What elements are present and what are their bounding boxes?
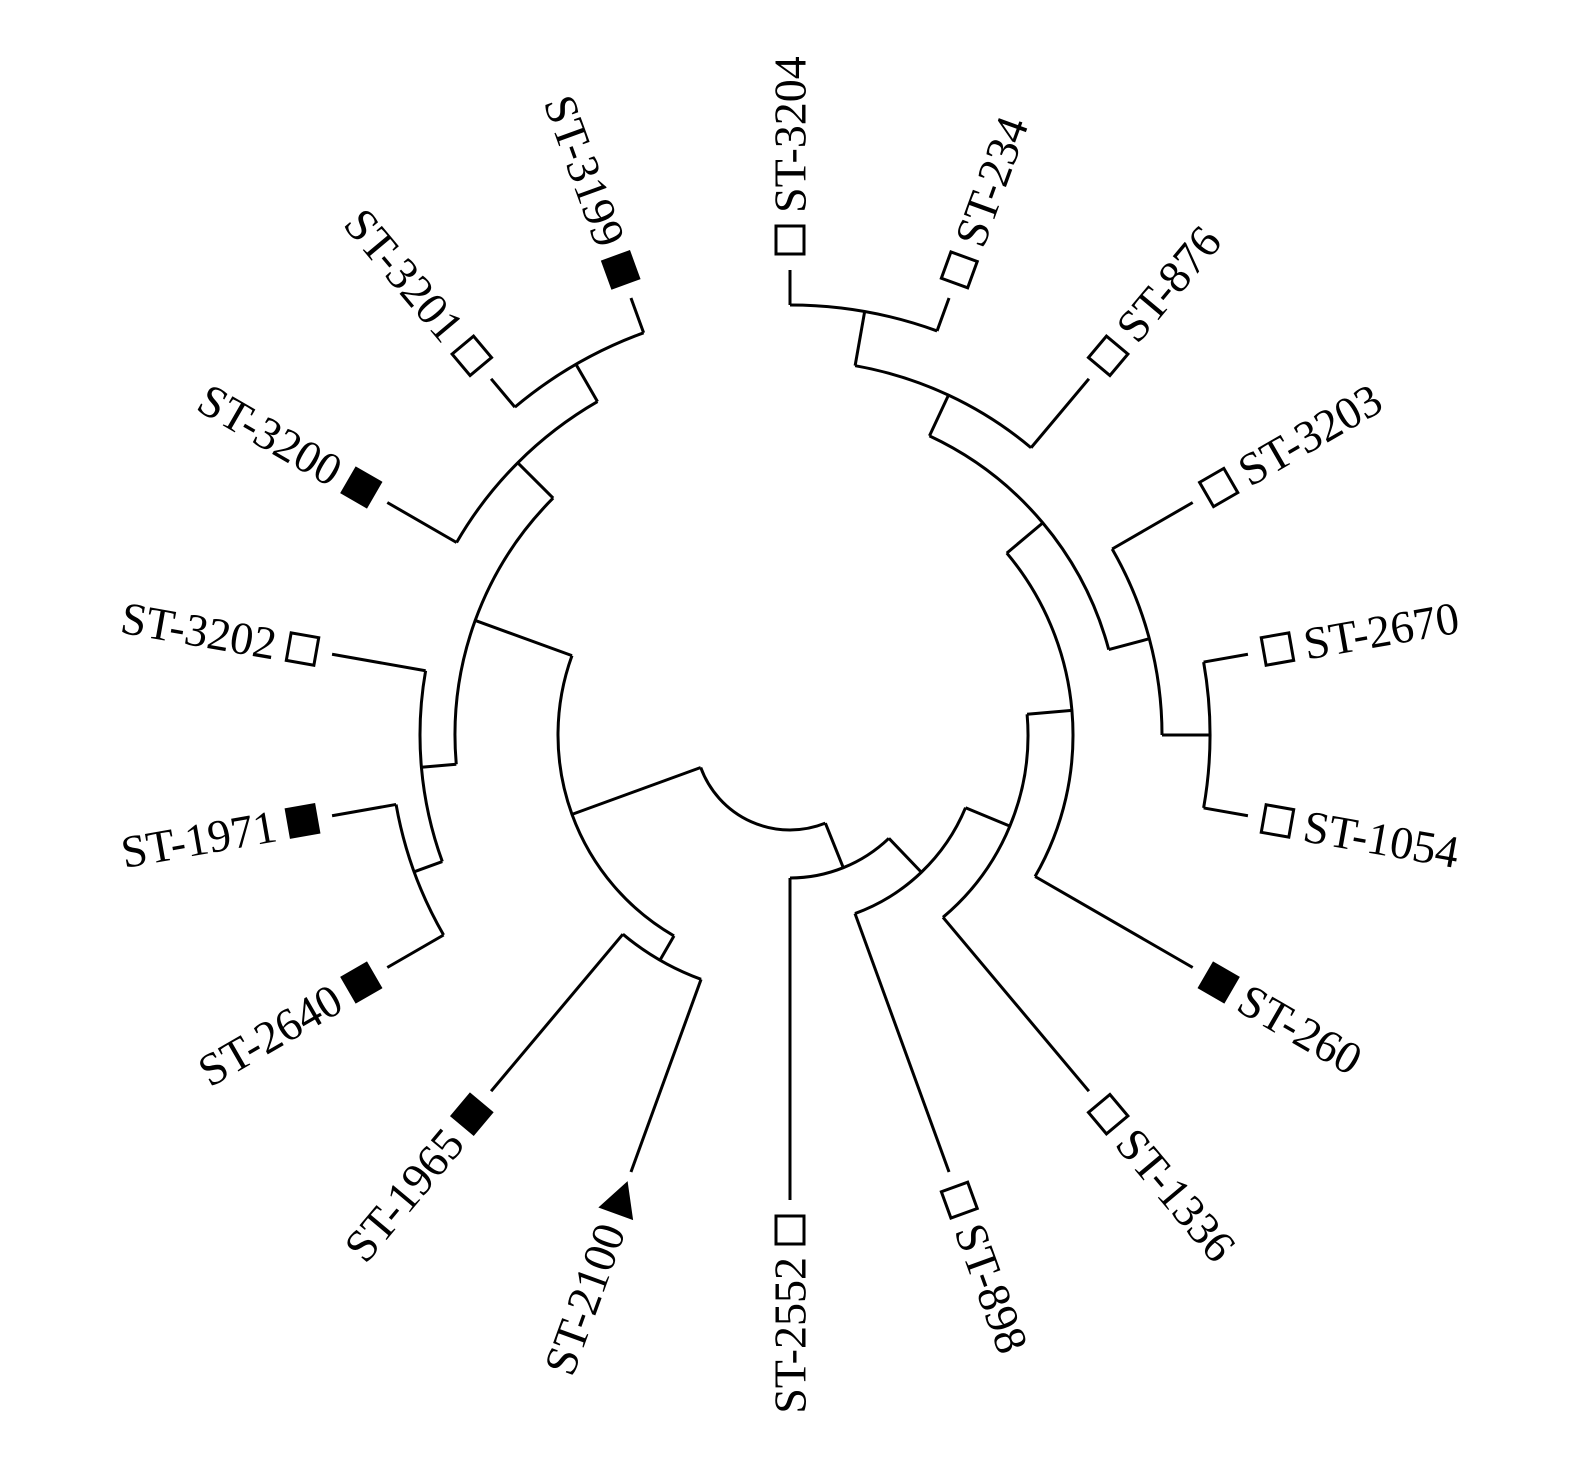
branch-segment bbox=[1026, 708, 1073, 716]
leaf-label-st-2100: ST-2100 bbox=[534, 1217, 636, 1382]
square-marker-st-234 bbox=[939, 249, 980, 290]
square-marker-st-1054 bbox=[1259, 802, 1296, 839]
leaf-labels: ST-3204 ST-234ST-876ST-3203ST-2670ST-1054… bbox=[117, 56, 1463, 1414]
branch-arc bbox=[556, 655, 675, 938]
square-marker-st-1971 bbox=[284, 802, 321, 839]
branch-segment bbox=[935, 297, 951, 332]
branch-segment bbox=[658, 935, 676, 961]
branch-segment bbox=[413, 860, 443, 874]
square-marker-st-3200 bbox=[340, 466, 383, 509]
branch-segment bbox=[489, 377, 517, 409]
branch-arc bbox=[1005, 552, 1075, 878]
branch-segment bbox=[421, 762, 457, 769]
leaf-label-st-1965: ST-1965 bbox=[334, 1118, 474, 1271]
branch-segment bbox=[571, 766, 702, 816]
square-marker-st-3201 bbox=[449, 333, 494, 378]
triangle-marker-st-2100 bbox=[598, 1181, 634, 1221]
square-marker-st-3204 bbox=[774, 224, 806, 256]
branch-segment bbox=[1203, 652, 1249, 664]
branch-segment bbox=[853, 913, 951, 1173]
leaf-label-st-2640: ST-2640 bbox=[189, 974, 350, 1097]
leaf-label-st-1336: ST-1336 bbox=[1106, 1118, 1246, 1271]
leaf-label-st-898: ST-898 bbox=[945, 1217, 1039, 1360]
square-marker-st-898 bbox=[939, 1180, 980, 1221]
branch-segment bbox=[629, 297, 646, 334]
branch-segment bbox=[331, 802, 397, 818]
square-marker-st-3199 bbox=[600, 249, 641, 290]
square-marker-st-1965 bbox=[449, 1092, 494, 1137]
leaf-label-st-3200: ST-3200 bbox=[189, 374, 350, 497]
branch-segment bbox=[1203, 806, 1249, 818]
square-marker-st-2640 bbox=[340, 961, 383, 1004]
leaf-label-st-234: ST-234 bbox=[945, 110, 1039, 253]
leaf-label-st-3202: ST-3202 bbox=[117, 592, 280, 669]
square-marker-st-2670 bbox=[1259, 631, 1296, 668]
square-marker-st-260 bbox=[1197, 961, 1240, 1004]
square-marker-st-3203 bbox=[1197, 466, 1240, 509]
branch-segment bbox=[386, 933, 445, 969]
branch-arc bbox=[453, 497, 555, 765]
leaf-label-st-260: ST-260 bbox=[1229, 974, 1370, 1085]
branch-arc bbox=[928, 434, 1111, 650]
branch-segment bbox=[1108, 637, 1150, 652]
branch-segment bbox=[941, 916, 1091, 1093]
branch-segment bbox=[1005, 521, 1044, 555]
branch-segment bbox=[1111, 501, 1194, 551]
branch-segment bbox=[824, 822, 845, 869]
square-marker-st-1336 bbox=[1086, 1092, 1131, 1137]
leaf-label-st-3199: ST-3199 bbox=[534, 88, 636, 253]
branch-segment bbox=[1029, 377, 1091, 449]
branch-segment bbox=[887, 837, 923, 874]
leaf-label-st-1971: ST-1971 bbox=[117, 801, 280, 878]
branch-segment bbox=[386, 501, 458, 544]
branch-segment bbox=[516, 461, 555, 500]
branch-segment bbox=[1034, 875, 1194, 969]
leaf-label-st-2552: ST-2552 bbox=[765, 1257, 816, 1414]
branch-arc bbox=[699, 766, 826, 832]
leaf-label-st-3204: ST-3204 bbox=[765, 56, 816, 213]
branch-segment bbox=[629, 978, 703, 1173]
branch-segment bbox=[474, 619, 573, 658]
branches bbox=[331, 270, 1249, 1200]
branch-segment bbox=[853, 311, 867, 366]
leaf-label-st-2670: ST-2670 bbox=[1300, 592, 1463, 669]
branch-segment bbox=[964, 806, 1011, 828]
square-marker-st-2552 bbox=[774, 1214, 806, 1246]
branch-segment bbox=[489, 933, 625, 1093]
branch-segment bbox=[928, 394, 950, 437]
branch-segment bbox=[574, 363, 599, 403]
square-marker-st-3202 bbox=[284, 631, 321, 668]
leaf-label-st-3201: ST-3201 bbox=[334, 199, 474, 352]
leaf-markers bbox=[284, 224, 1296, 1246]
leaf-label-st-3203: ST-3203 bbox=[1229, 374, 1390, 497]
branch-arc bbox=[854, 807, 967, 915]
branch-segment bbox=[331, 652, 426, 673]
leaf-label-st-876: ST-876 bbox=[1106, 216, 1231, 351]
square-marker-st-876 bbox=[1086, 333, 1131, 378]
leaf-label-st-1054: ST-1054 bbox=[1300, 801, 1463, 878]
